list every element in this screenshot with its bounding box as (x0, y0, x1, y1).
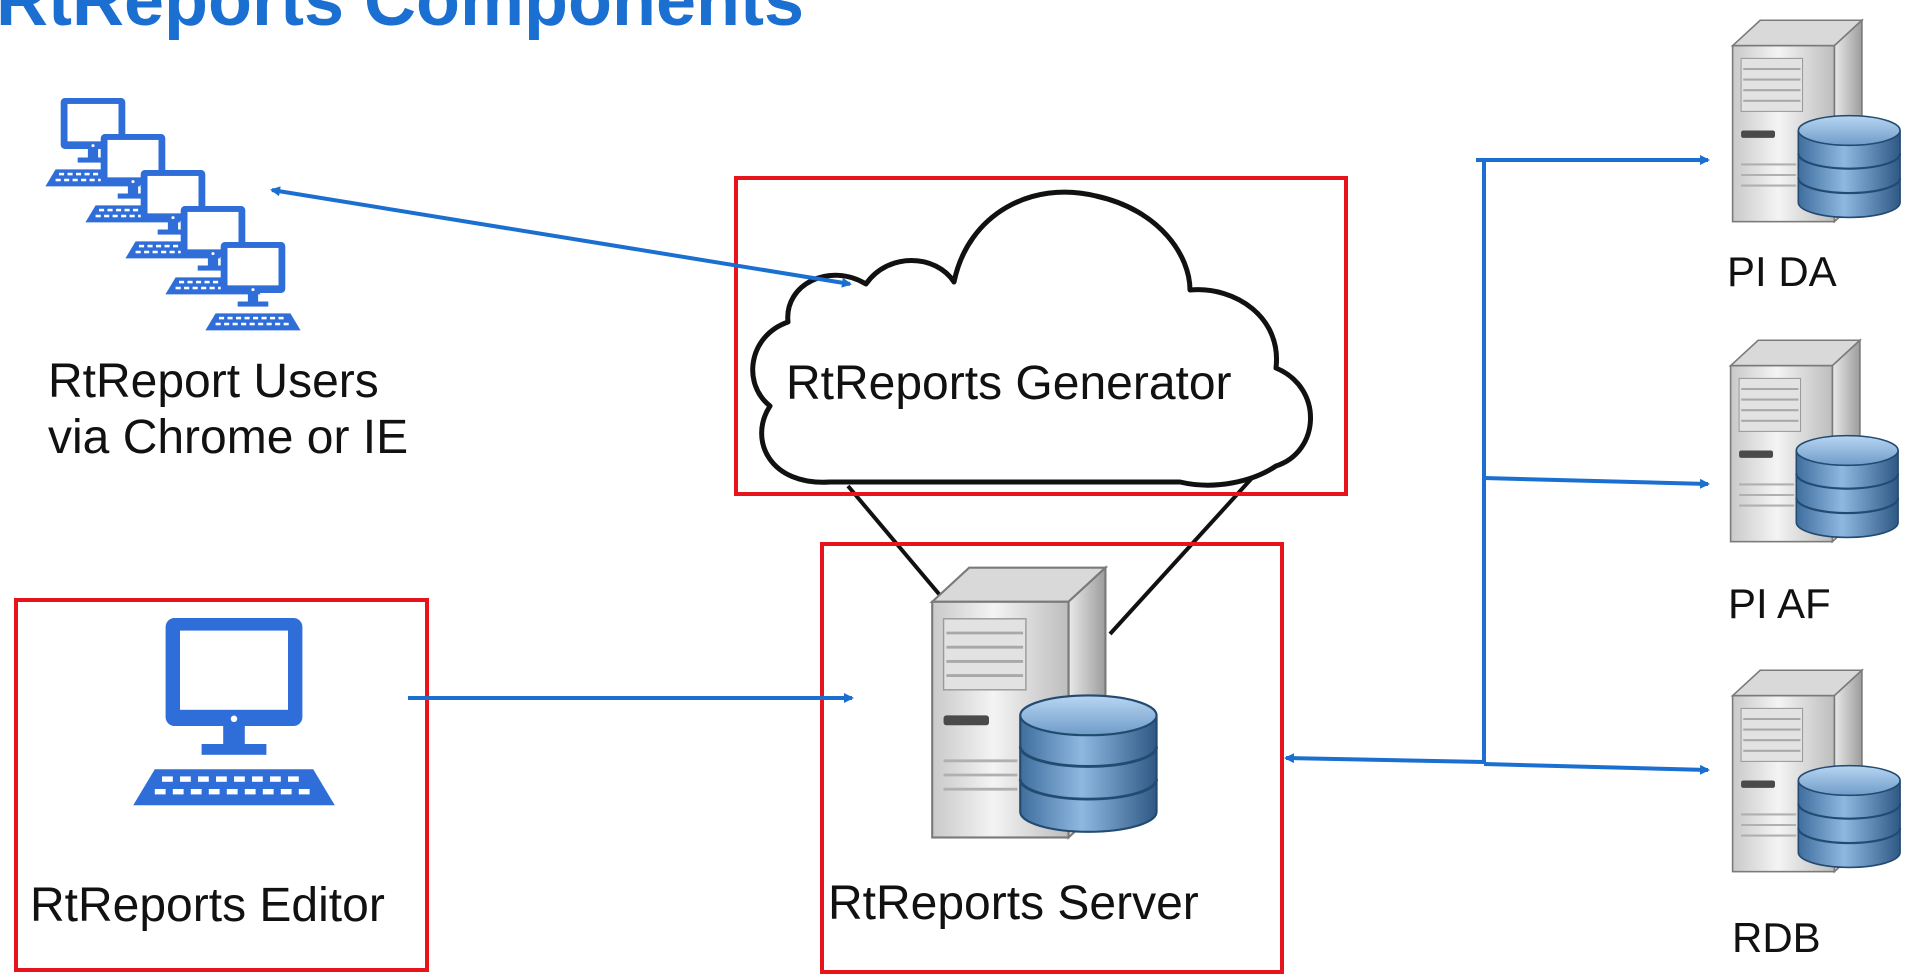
data-source-bus (1476, 155, 1710, 775)
pi-af-label: PI AF (1728, 580, 1831, 627)
pi-da-server-icon (1731, 19, 1902, 223)
users-generator-arrow (270, 186, 852, 288)
database-server-icon (930, 566, 1158, 839)
pi-af-server-icon (1729, 339, 1900, 543)
editor-highlight-box (14, 598, 429, 972)
computer-stack-icon (45, 98, 301, 331)
cloud-server-link-right (1108, 476, 1254, 636)
rdb-label: RDB (1732, 914, 1821, 961)
editor-label: RtReports Editor (30, 879, 385, 932)
pi-da-label: PI DA (1727, 248, 1837, 295)
users-label-line2: via Chrome or IE (48, 411, 409, 464)
generator-highlight-box (734, 176, 1348, 496)
generator-label: RtReports Generator (786, 357, 1232, 410)
desktop-computer-icon (133, 618, 335, 806)
users-label: RtReport Users via Chrome or IE (48, 354, 408, 466)
sources-server-arrow (1284, 753, 1485, 764)
rdb-server-icon (1731, 669, 1902, 873)
page-title: RtReports Components (0, 0, 804, 41)
server-label: RtReports Server (828, 877, 1199, 930)
server-highlight-box (820, 542, 1284, 974)
cloud-icon (750, 189, 1313, 488)
users-label-line1: RtReport Users (48, 355, 379, 408)
